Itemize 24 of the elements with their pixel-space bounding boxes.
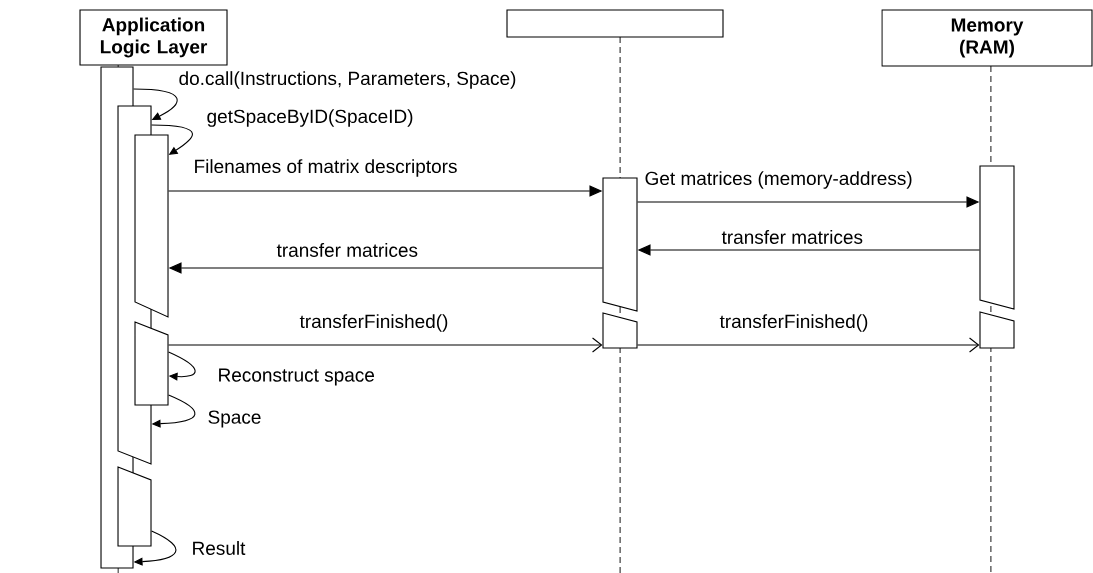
lifeline-header: [506, 9, 724, 38]
arrow: [168, 337, 603, 353]
edge-label: Space: [206, 409, 263, 429]
arrow: [151, 124, 193, 155]
edge-label: transferFinished(): [718, 313, 870, 333]
activation-bar: [134, 134, 169, 318]
edge-label: Get matrices (memory-address): [643, 170, 914, 190]
edge-label: Reconstruct space: [216, 367, 376, 387]
arrow: [637, 337, 980, 353]
edge-label: transfer matrices: [275, 242, 420, 258]
arrow: [168, 351, 196, 381]
activation-bar: [117, 466, 152, 547]
edge-label: getSpaceByID(SpaceID): [205, 108, 415, 128]
edge-label: do.call(Instructions, Parameters, Space): [177, 70, 518, 90]
edge-label: Filenames of matrix descriptors: [192, 158, 459, 178]
activation-bar: [979, 311, 1015, 349]
arrow: [133, 88, 178, 120]
activation-bar: [134, 321, 169, 406]
activation-bar: [602, 312, 638, 349]
lifeline-header: Application Logic Layer: [79, 9, 228, 66]
edge-label: Result: [190, 540, 247, 556]
lifeline-header: Memory (RAM): [881, 9, 1093, 67]
edge-label: transfer matrices: [720, 229, 865, 245]
edge-label: transferFinished(): [298, 313, 450, 333]
